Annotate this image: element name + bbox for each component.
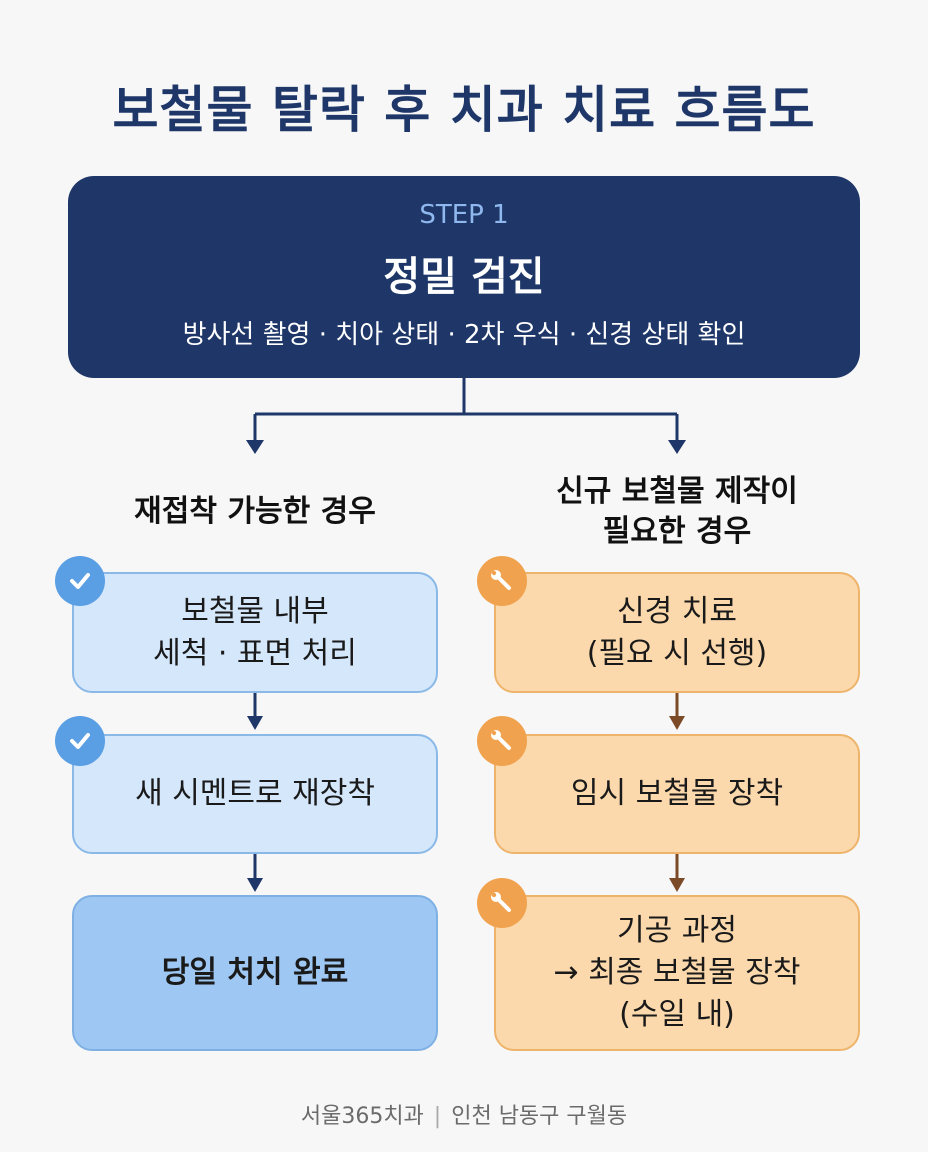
right-step-2-box: 임시 보철물 장착 [494,734,860,854]
right-step-1-box: 신경 치료 (필요 시 선행) [494,572,860,693]
right-step-3-line1: 기공 과정 [617,913,737,948]
right-arrows [669,693,685,892]
left-branch-title: 재접착 가능한 경우 [134,494,376,529]
right-branch-title: 신규 보철물 제작이 필요한 경우 [492,472,862,552]
footer-clinic: 서울365치과 [300,1104,424,1129]
right-step-2-line1: 임시 보철물 장착 [570,776,784,811]
wrench-icon [477,556,527,606]
footer-location: 인천 남동구 구월동 [451,1104,628,1129]
footer: 서울365치과 | 인천 남동구 구월동 [0,1098,928,1130]
left-step-1-line2: 세척 · 표면 처리 [153,635,357,671]
right-branch-title-line2: 필요한 경우 [602,514,752,549]
right-branch-title-line1: 신규 보철물 제작이 [556,474,798,509]
right-step-3-line3: (수일 내) [619,997,735,1032]
step-1-box: STEP 1 정밀 검진 방사선 촬영 · 치아 상태 · 2차 우식 · 신경… [68,176,860,378]
left-arrows [247,693,263,892]
arrow-head-right-branch [668,440,686,454]
left-step-1-line1: 보철물 내부 [181,593,329,629]
footer-separator: | [433,1104,442,1129]
step-title: 정밀 검진 [383,254,545,300]
left-step-2-line1: 새 시멘트로 재장착 [135,776,375,811]
right-step-1-line2: (필요 시 선행) [586,635,768,671]
left-step-1-box: 보철물 내부 세척 · 표면 처리 [72,572,438,693]
page-title: 보철물 탈락 후 치과 치료 흐름도 [112,81,816,139]
right-step-3-line2: → 최종 보철물 장착 [553,955,801,990]
left-step-3-box: 당일 처치 완료 [72,895,438,1051]
wrench-icon [477,716,527,766]
step-subtitle: 방사선 촬영 · 치아 상태 · 2차 우식 · 신경 상태 확인 [182,320,746,350]
step-label: STEP 1 [419,200,509,230]
wrench-icon [477,878,527,928]
arrow-head-left-branch [246,440,264,454]
check-icon [55,716,105,766]
right-step-1-line1: 신경 치료 [617,593,737,629]
check-icon [55,556,105,606]
right-step-3-box: 기공 과정 → 최종 보철물 장착 (수일 내) [494,895,860,1051]
left-step-3-line1: 당일 처치 완료 [161,955,349,990]
left-step-2-box: 새 시멘트로 재장착 [72,734,438,854]
split-connector [253,378,679,440]
